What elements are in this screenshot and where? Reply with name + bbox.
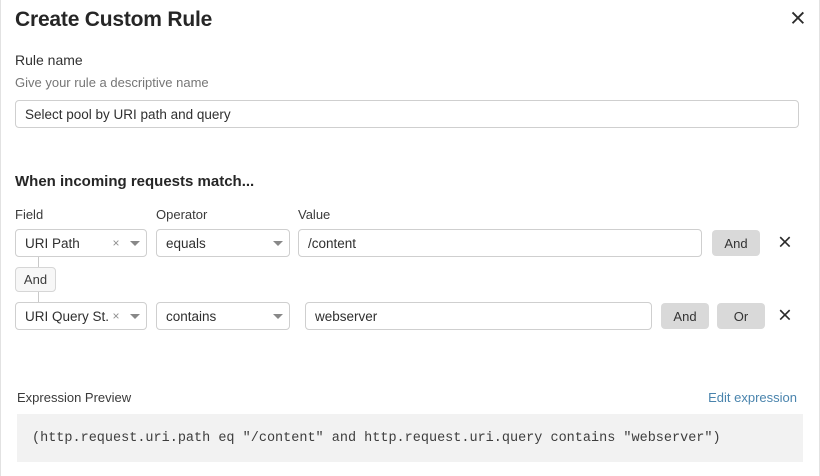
rule-name-label: Rule name [15, 52, 83, 68]
page-title: Create Custom Rule [15, 8, 213, 31]
close-dialog-button[interactable] [786, 6, 810, 30]
rule-name-help-text: Give your rule a descriptive name [15, 75, 209, 90]
operator-select-value-row-2: contains [166, 308, 217, 324]
clear-icon[interactable]: × [112, 236, 120, 250]
rule-name-input[interactable] [15, 100, 799, 128]
field-select-row-2[interactable]: URI Query St... × [15, 302, 147, 330]
value-input-row-1[interactable] [298, 229, 702, 257]
column-header-value: Value [298, 207, 331, 222]
column-header-operator: Operator [156, 207, 208, 222]
chevron-down-icon[interactable] [267, 313, 289, 319]
group-connector-and-button[interactable]: And [15, 267, 56, 292]
or-button-row-2[interactable]: Or [717, 303, 765, 329]
clear-icon[interactable]: × [112, 309, 120, 323]
expression-preview-text: (http.request.uri.path eq "/content" and… [32, 430, 721, 446]
chevron-down-icon[interactable] [124, 313, 146, 319]
operator-select-row-1[interactable]: equals [156, 229, 290, 257]
close-icon [790, 10, 806, 26]
match-section-heading: When incoming requests match... [15, 173, 255, 190]
expression-preview-label: Expression Preview [17, 390, 132, 405]
column-header-field: Field [15, 207, 44, 222]
operator-select-value-row-1: equals [166, 235, 206, 251]
connector-line-top [38, 257, 39, 268]
field-select-value-row-1: URI Path [25, 235, 80, 251]
and-button-row-1[interactable]: And [712, 230, 760, 256]
chevron-down-icon[interactable] [124, 240, 146, 246]
field-select-value-row-2: URI Query St... [25, 308, 108, 324]
close-icon [778, 235, 792, 252]
expression-preview-box: (http.request.uri.path eq "/content" and… [17, 414, 803, 462]
operator-select-row-2[interactable]: contains [156, 302, 290, 330]
remove-condition-button-row-1[interactable] [774, 232, 796, 254]
edit-expression-link[interactable]: Edit expression [708, 390, 797, 405]
value-input-row-2[interactable] [305, 302, 652, 330]
remove-condition-button-row-2[interactable] [774, 305, 796, 327]
and-button-row-2[interactable]: And [661, 303, 709, 329]
chevron-down-icon[interactable] [267, 240, 289, 246]
connector-line-bottom [38, 291, 39, 303]
close-icon [778, 308, 792, 325]
field-select-row-1[interactable]: URI Path × [15, 229, 147, 257]
